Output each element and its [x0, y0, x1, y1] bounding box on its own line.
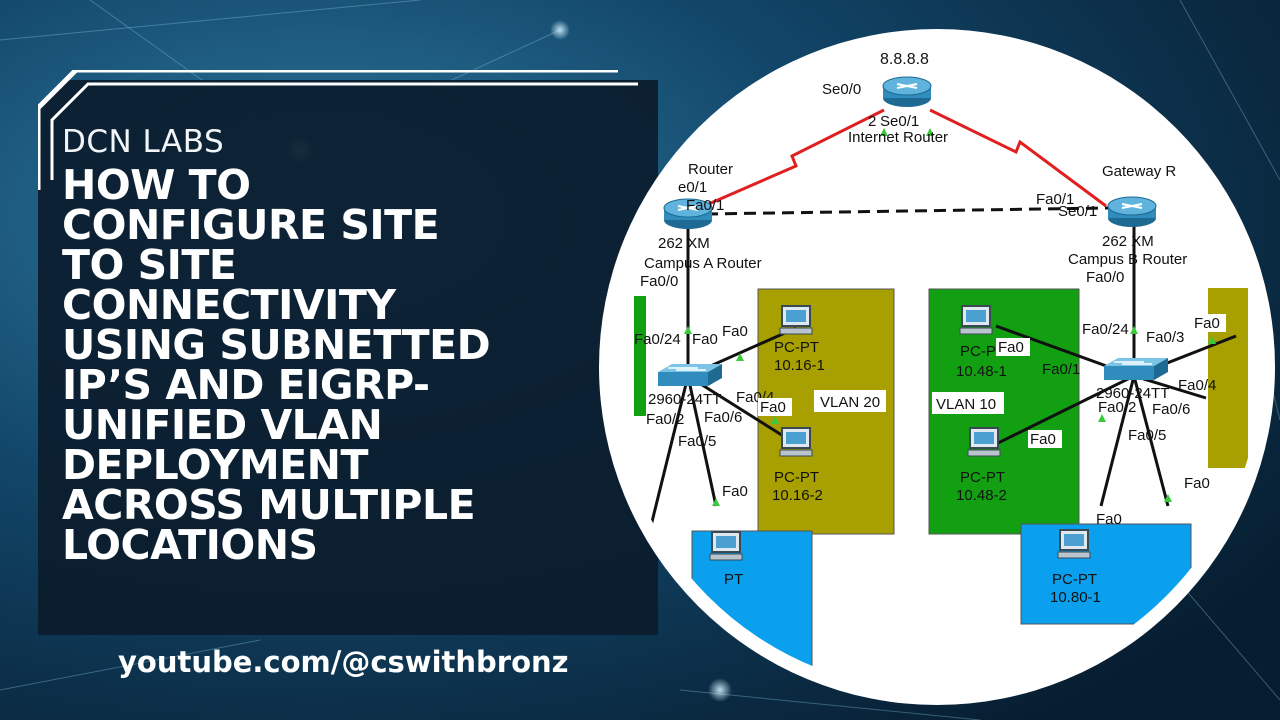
switch-a-fa06: Fa0/6 [704, 409, 742, 426]
switch-b-fa04: Fa0/4 [1178, 377, 1216, 394]
campus-a-serial: e0/1 [678, 179, 707, 196]
switch-b-fa01: Fa0/1 [1042, 361, 1080, 378]
pc-blue-right-icon [1057, 529, 1091, 559]
switch-b-fa0-far: Fa0 [1184, 475, 1210, 492]
switch-a-fa0-uplink: Fa0 [692, 331, 718, 348]
switch-a-icon [657, 363, 723, 387]
serial-link-right [929, 108, 1107, 208]
pc-vlan20-2-ip: 10.16-2 [772, 487, 823, 504]
left-green-edge [634, 296, 646, 416]
pc-blue-left-type: PT [724, 571, 743, 588]
brand-label: DCN LABS [62, 124, 225, 160]
switch-b-fa02: Fa0/2 [1098, 399, 1136, 416]
pc-vlan20-2-icon [779, 427, 813, 457]
switch-b-icon [1103, 357, 1169, 381]
headline-line: ACROSS MULTIPLE [62, 481, 476, 529]
internet-router-se01: Se0/1 [880, 113, 919, 130]
title-panel [38, 70, 658, 635]
switch-a-fa0-down: Fa0 [722, 483, 748, 500]
pc-vlan20-1-type: PC-PT [774, 339, 819, 356]
pc-vlan10-2-type: PC-PT [960, 469, 1005, 486]
vlan10-label: VLAN 10 [936, 396, 996, 413]
switch-b-fa06: Fa0/6 [1152, 401, 1190, 418]
channel-url: youtube.com/@cswithbronz [118, 645, 569, 679]
headline-line: UNIFIED VLAN [62, 401, 383, 449]
pc-vlan10-2-ip: 10.48-2 [956, 487, 1007, 504]
campus-a-fa00: Fa0/0 [640, 273, 678, 290]
pc-vlan10-1-icon [959, 305, 993, 335]
switch-a-fa05: Fa0/5 [678, 433, 716, 450]
internet-router-se00: Se0/0 [822, 81, 861, 98]
switch-b-fa024: Fa0/24 [1082, 321, 1129, 338]
switch-b-fa03: Fa0/3 [1146, 329, 1184, 346]
switch-a-model: 2960-24TT [648, 391, 721, 408]
campus-b-model: 262 XM [1102, 233, 1154, 250]
pc-blue-right-type: PC-PT [1052, 571, 1097, 588]
pc-vlan10-2-icon [967, 427, 1001, 457]
internet-router-se01-prefix: 2 [868, 113, 876, 130]
vlan20-label: VLAN 20 [820, 394, 880, 411]
switch-b-fa0-down: Fa0 [1096, 511, 1122, 528]
switch-a-fa02: Fa0/2 [646, 411, 684, 428]
headline: HOW TO CONFIGURE SITE TO SITE CONNECTIVI… [62, 161, 622, 569]
campus-b-router-icon [1107, 196, 1157, 228]
campus-b-fa01: Fa0/1 [1036, 191, 1074, 208]
switch-a-fa024: Fa0/24 [634, 331, 681, 348]
campus-b-fa00: Fa0/0 [1086, 269, 1124, 286]
headline-line: TO SITE [62, 241, 237, 289]
headline-line: LOCATIONS [62, 521, 318, 569]
switch-a-fa0-pc: Fa0 [722, 323, 748, 340]
headline-line: USING SUBNETTED [62, 321, 491, 369]
switch-b-fa05: Fa0/5 [1128, 427, 1166, 444]
headline-line: IP’S AND EIGRP- [62, 361, 430, 409]
switch-a-fa0-pc2: Fa0 [760, 399, 786, 416]
dashed-campus-link [705, 206, 1109, 216]
campus-a-name: Campus A Router [644, 255, 762, 272]
switch-b-model: 2960-24TT [1096, 385, 1169, 402]
headline-line: DEPLOYMENT [62, 441, 368, 489]
campus-a-fa01: Fa0/1 [686, 197, 724, 214]
campus-b-name: Campus B Router [1068, 251, 1187, 268]
vlan10-fa0-1: Fa0 [998, 339, 1024, 356]
headline-line: CONNECTIVITY [62, 281, 396, 329]
headline-line: CONFIGURE SITE [62, 201, 440, 249]
campus-a-top-label: Router [688, 161, 733, 178]
pc-blue-left-icon [709, 531, 743, 561]
pc-blue-right-ip: 10.80-1 [1050, 589, 1101, 606]
pc-vlan20-1-ip: 10.16-1 [774, 357, 825, 374]
pc-vlan20-1-icon [779, 305, 813, 335]
serial-link-left [703, 108, 885, 208]
pc-vlan20-2-type: PC-PT [774, 469, 819, 486]
vlan10-fa0-2: Fa0 [1030, 431, 1056, 448]
campus-a-model: 262 XM [658, 235, 710, 252]
internet-router-ip: 8.8.8.8 [880, 51, 929, 68]
headline-line: HOW TO [62, 161, 251, 209]
pc-vlan10-1-type: PC-PT [960, 343, 1005, 360]
network-diagram: 8.8.8.8 Se0/0 2 Se0/1 Internet Router Ro… [599, 29, 1275, 705]
switch-b-fa0-right: Fa0 [1194, 315, 1220, 332]
campus-b-top-label: Gateway R [1102, 163, 1176, 180]
pc-vlan10-1-ip: 10.48-1 [956, 363, 1007, 380]
internet-router-name: Internet Router [848, 129, 948, 146]
internet-router-icon [882, 76, 932, 108]
campus-b-serial: Se0/1 [1058, 203, 1097, 220]
